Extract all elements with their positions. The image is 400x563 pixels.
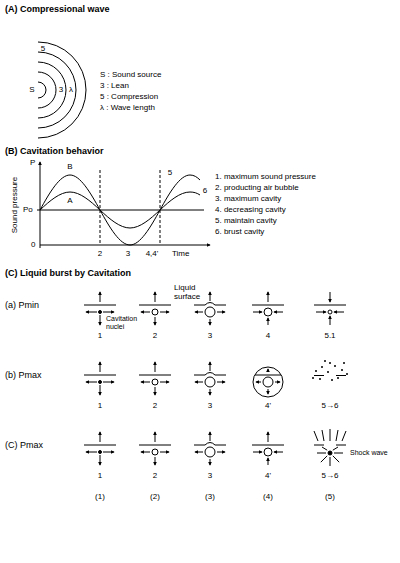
step-number: 4 bbox=[266, 331, 270, 340]
section-heading: (B) Cavitation behavior bbox=[5, 146, 104, 157]
step-number: 2 bbox=[153, 401, 157, 410]
panel-number: (5) bbox=[325, 492, 335, 501]
ring-number: λ bbox=[69, 85, 73, 94]
step-number: 3 bbox=[208, 471, 212, 480]
step-number: 3 bbox=[208, 401, 212, 410]
axis-label: Time bbox=[172, 249, 189, 258]
step-number: 5→6 bbox=[322, 401, 339, 410]
step-number: 2 bbox=[153, 331, 157, 340]
step-number: 3 bbox=[208, 331, 212, 340]
panel-number: (3) bbox=[205, 492, 215, 501]
key-text: 3 : Lean bbox=[100, 81, 129, 90]
annotation: Shock wave bbox=[350, 449, 388, 457]
section-heading: (C) Liquid burst by Cavitation bbox=[5, 268, 131, 279]
step-number: 6 bbox=[203, 186, 207, 195]
key-text: 3. maximum cavity bbox=[215, 194, 281, 203]
row-label: (b) Pmax bbox=[5, 370, 42, 380]
key-text: λ : Wave length bbox=[100, 103, 155, 112]
row-label: (C) Pmax bbox=[5, 440, 43, 450]
source-label: S bbox=[29, 85, 34, 94]
row-label: (a) Pmin bbox=[5, 300, 39, 310]
wave-fronts bbox=[38, 42, 86, 138]
key-text: 1. maximum sound pressure bbox=[215, 172, 316, 181]
axis-label: P bbox=[30, 158, 35, 167]
bubble-figures bbox=[84, 429, 346, 466]
pressure-graph bbox=[37, 162, 210, 248]
axis-title: Sound pressure bbox=[10, 177, 19, 233]
panel-number: (1) bbox=[95, 492, 105, 501]
step-number: 5.1 bbox=[324, 331, 335, 340]
key-text: 4. decreasing cavity bbox=[215, 205, 286, 214]
key-text: 5. maintain cavity bbox=[215, 216, 277, 225]
annotation: Cavitation nuclei bbox=[106, 315, 142, 331]
step-number: 3 bbox=[126, 249, 130, 258]
ring-number: 5 bbox=[41, 44, 45, 53]
bubble-figures bbox=[84, 360, 348, 397]
step-number: 4' bbox=[265, 401, 271, 410]
step-number: 4,4' bbox=[146, 249, 159, 258]
key-text: S : Sound source bbox=[100, 70, 161, 79]
step-number: 1 bbox=[98, 401, 102, 410]
axis-label: Po bbox=[23, 205, 33, 214]
key-text: 5 : Compression bbox=[100, 92, 158, 101]
section-heading: (A) Compressional wave bbox=[5, 4, 110, 15]
step-number: 5→6 bbox=[322, 471, 339, 480]
ring-number: 3 bbox=[59, 85, 63, 94]
step-number: 2 bbox=[153, 471, 157, 480]
key-text: 2. producting air bubble bbox=[215, 183, 299, 192]
step-number: 1 bbox=[98, 471, 102, 480]
key-text: 6. brust cavity bbox=[215, 227, 264, 236]
step-number: 4' bbox=[265, 471, 271, 480]
curve-label: A bbox=[67, 196, 72, 205]
annotation: Liquid surface bbox=[174, 283, 206, 301]
step-number: 1 bbox=[98, 331, 102, 340]
panel-number: (2) bbox=[150, 492, 160, 501]
step-number: 5 bbox=[168, 168, 172, 177]
step-number: 2 bbox=[98, 249, 102, 258]
axis-label: 0 bbox=[31, 240, 35, 249]
curve-label: B bbox=[67, 162, 72, 171]
panel-number: (4) bbox=[263, 492, 273, 501]
